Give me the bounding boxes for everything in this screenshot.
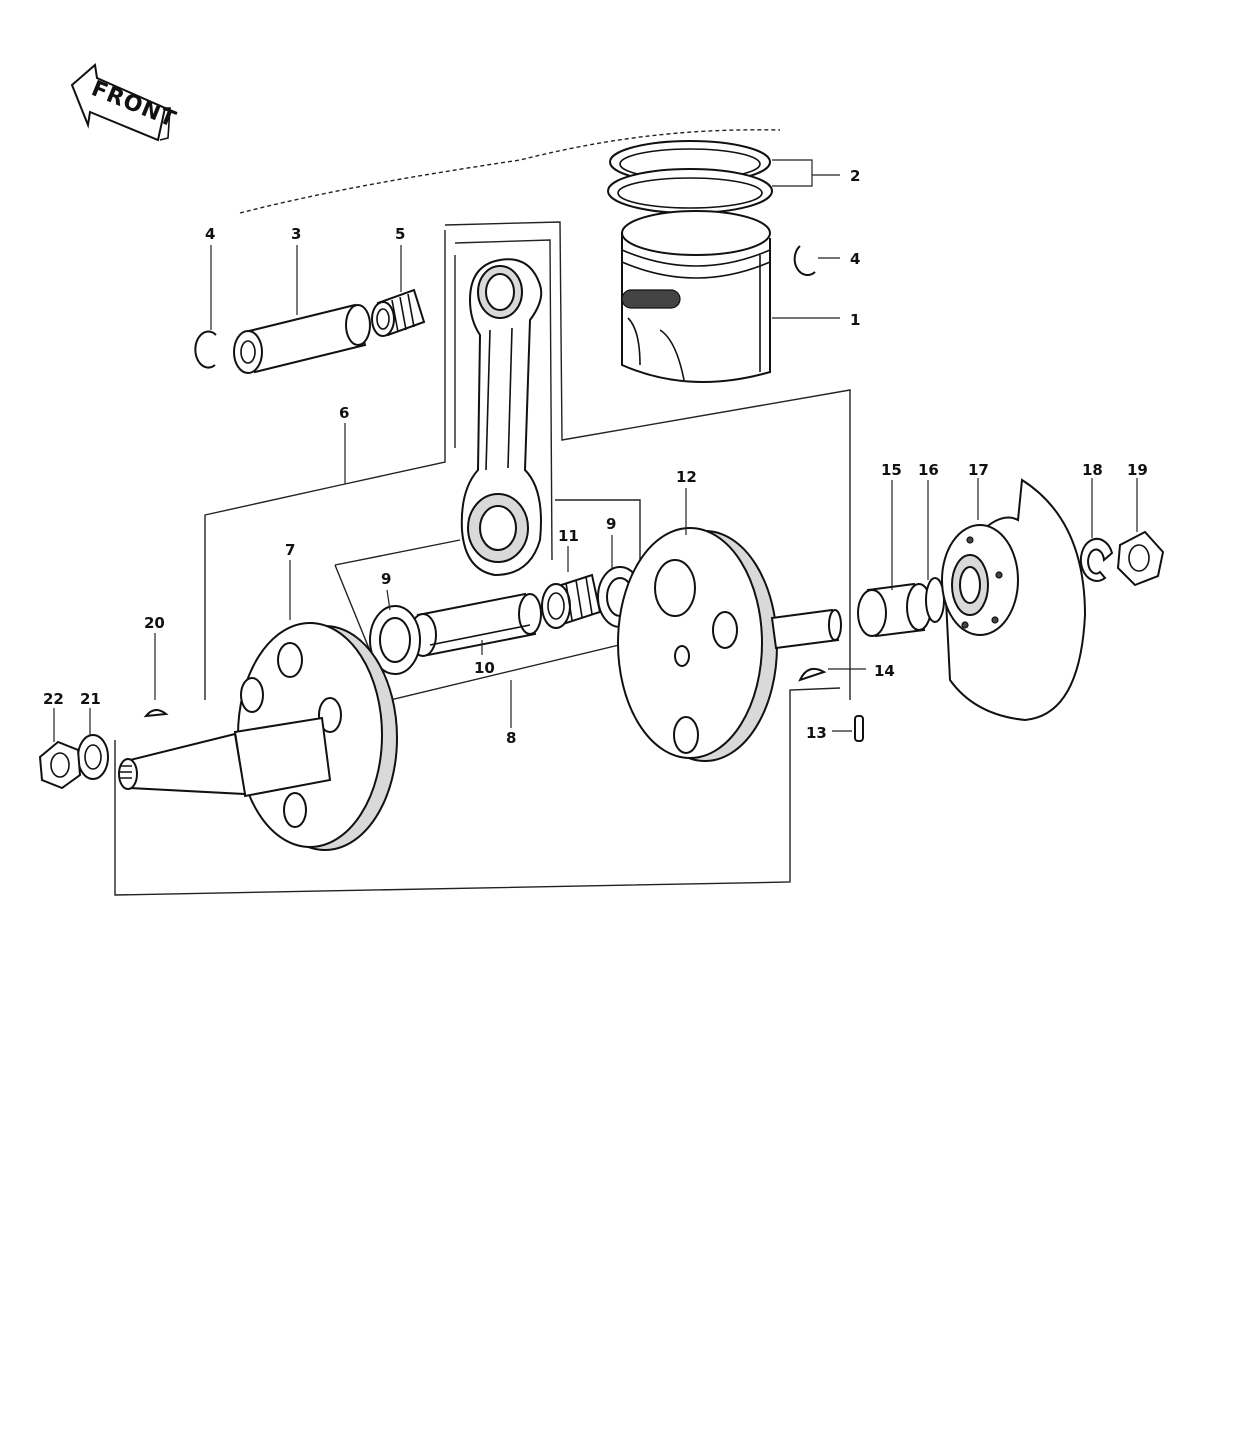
callout-1: 1	[850, 311, 860, 329]
callout-14: 14	[874, 662, 895, 680]
left-flywheel	[118, 622, 398, 851]
thrust-washer-left	[369, 605, 421, 675]
callout-6: 6	[339, 404, 349, 422]
callout-8: 8	[506, 729, 516, 747]
callout-3: 3	[291, 225, 301, 243]
callout-22: 22	[43, 690, 64, 708]
woodruff-key-right	[798, 667, 827, 682]
nut-right	[1116, 530, 1165, 587]
connecting-rod	[460, 258, 543, 577]
callout-17: 17	[968, 461, 989, 479]
piston-pin	[233, 303, 371, 374]
small-end-bearing	[371, 288, 426, 337]
callout-5: 5	[395, 225, 405, 243]
callout-16: 16	[918, 461, 939, 479]
leader-lines	[53, 159, 1138, 742]
callout-7: 7	[285, 541, 295, 559]
piston-rings	[607, 140, 773, 214]
piston	[621, 210, 771, 383]
callout-9-right: 9	[606, 515, 616, 533]
spacer-collar	[857, 582, 932, 638]
crankpin	[409, 592, 542, 657]
right-flywheel	[617, 527, 842, 762]
callout-13: 13	[806, 724, 827, 742]
callout-4-left: 4	[205, 225, 215, 243]
lock-washer	[1079, 537, 1114, 582]
callout-numbers: 1 2 3 4 4 5 6 7 8 9 9 10 11 12 13 14 15 …	[43, 167, 1148, 747]
callout-12: 12	[676, 468, 697, 486]
callout-4-right: 4	[850, 250, 860, 268]
callout-20: 20	[144, 614, 165, 632]
callout-11: 11	[558, 527, 579, 545]
piston-pin-clip-left	[194, 330, 217, 369]
dowel-pin	[854, 715, 864, 742]
piston-pin-clip-right	[793, 245, 816, 277]
callout-2: 2	[850, 167, 860, 185]
nut-left	[38, 740, 82, 790]
callout-15: 15	[881, 461, 902, 479]
callout-9-left: 9	[381, 570, 391, 588]
callout-19: 19	[1127, 461, 1148, 479]
callout-21: 21	[80, 690, 101, 708]
callout-18: 18	[1082, 461, 1103, 479]
big-end-bearing	[541, 573, 602, 629]
rotor-plate	[941, 478, 1087, 722]
callout-10: 10	[474, 659, 495, 677]
washer-left	[77, 734, 109, 780]
woodruff-key-left	[143, 709, 169, 718]
front-arrow: FRONT	[70, 63, 180, 142]
